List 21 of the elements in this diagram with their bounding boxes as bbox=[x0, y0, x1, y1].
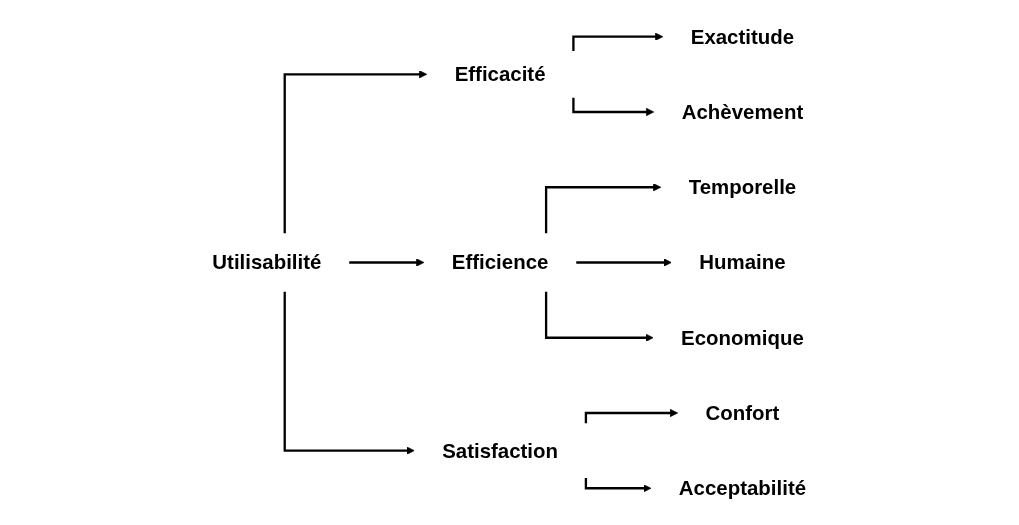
arrow bbox=[283, 291, 415, 455]
node-text: Efficience bbox=[452, 250, 549, 275]
node-text: Temporelle bbox=[688, 175, 797, 199]
node-text: Exactitude bbox=[691, 25, 795, 49]
node-text: Economique bbox=[681, 326, 805, 350]
arrow bbox=[585, 408, 679, 424]
arrow bbox=[572, 97, 655, 117]
node-text: Efficacité bbox=[454, 62, 546, 86]
node-text: Satisfaction bbox=[442, 439, 559, 463]
arrow bbox=[572, 32, 664, 51]
node-text: Achèvement bbox=[681, 100, 804, 124]
node-text: Acceptabilité bbox=[679, 476, 807, 500]
node-text: Utilisabilité bbox=[212, 250, 322, 275]
arrow bbox=[575, 258, 673, 267]
arrow bbox=[545, 183, 662, 234]
arrow bbox=[283, 70, 428, 234]
arrow bbox=[545, 291, 654, 342]
arrow bbox=[585, 477, 652, 493]
node-text: Humaine bbox=[699, 250, 786, 275]
arrow bbox=[348, 258, 425, 267]
node-text: Confort bbox=[705, 401, 780, 425]
